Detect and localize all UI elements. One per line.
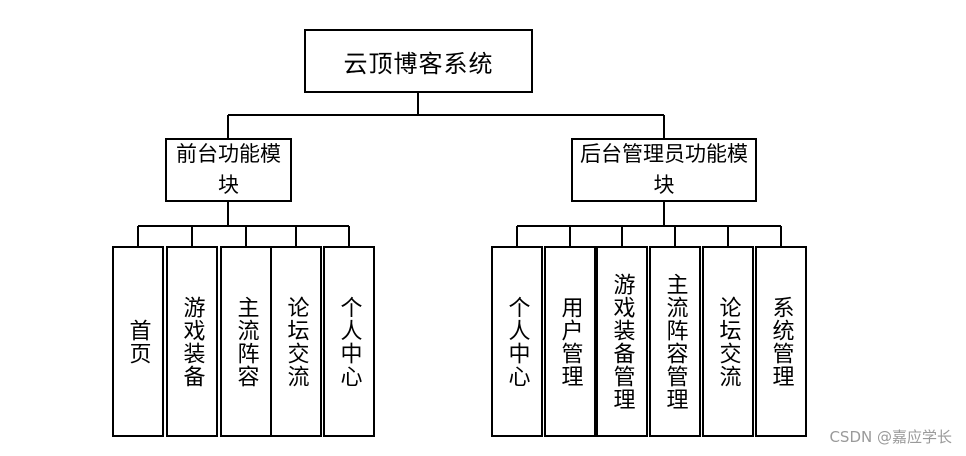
back-module-node: 后台管理员功能模块 <box>571 138 757 202</box>
front-module-label: 前台功能模块 <box>176 142 281 197</box>
leaf-node: 用户管理 <box>544 246 596 437</box>
leaf-label: 游戏装备 <box>179 295 205 388</box>
root-node: 云顶博客系统 <box>304 29 533 93</box>
front-module-node: 前台功能模块 <box>165 138 292 202</box>
leaf-label: 论坛交流 <box>715 295 741 388</box>
leaf-node: 论坛交流 <box>702 246 754 437</box>
leaf-label: 主流阵容管理 <box>662 272 688 411</box>
leaf-label: 个人中心 <box>504 295 530 388</box>
leaf-label: 主流阵容 <box>233 295 259 388</box>
leaf-label: 首页 <box>125 318 151 365</box>
root-label: 云顶博客系统 <box>343 49 494 78</box>
leaf-node: 个人中心 <box>323 246 375 437</box>
back-module-label: 后台管理员功能模块 <box>580 142 748 197</box>
leaf-label: 论坛交流 <box>283 295 309 388</box>
leaf-node: 游戏装备 <box>166 246 218 437</box>
leaf-node: 个人中心 <box>491 246 543 437</box>
leaf-node: 游戏装备管理 <box>596 246 648 437</box>
leaf-label: 用户管理 <box>557 295 583 388</box>
leaf-label: 系统管理 <box>768 295 794 388</box>
watermark: CSDN @嘉应学长 <box>829 428 952 446</box>
leaf-node: 首页 <box>112 246 164 437</box>
leaf-label: 游戏装备管理 <box>609 272 635 411</box>
leaf-node: 论坛交流 <box>270 246 322 437</box>
leaf-node: 系统管理 <box>755 246 807 437</box>
leaf-label: 个人中心 <box>336 295 362 388</box>
leaf-node: 主流阵容 <box>220 246 272 437</box>
leaf-node: 主流阵容管理 <box>649 246 701 437</box>
